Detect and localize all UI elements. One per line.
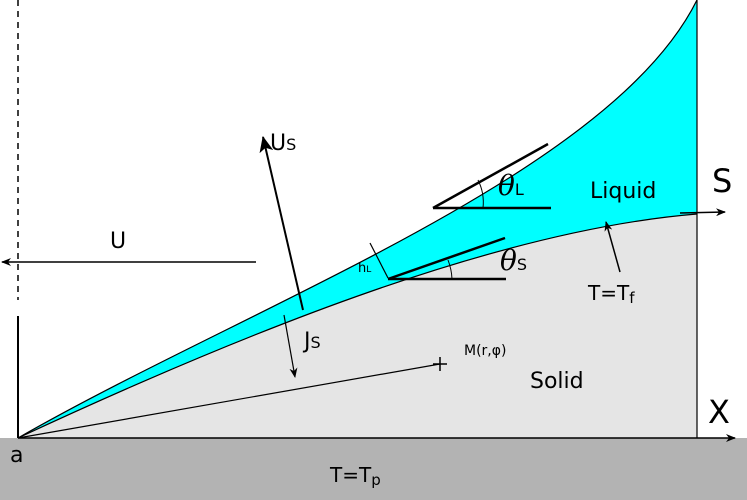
radius-line	[17, 363, 441, 439]
label-origin-a: a	[10, 443, 23, 468]
label-point-m: M(r,φ)	[464, 343, 506, 359]
label-x-axis: X	[708, 393, 730, 431]
free-surface	[17, 0, 698, 439]
label-theta-l: θL	[498, 169, 524, 202]
theta-l-arc	[477, 179, 484, 209]
label-s-axis: S	[712, 162, 732, 200]
theta-l-tangent	[432, 142, 549, 210]
theta-s-arc	[447, 259, 453, 280]
label-js: JS	[302, 329, 321, 354]
js-flux-arrow	[283, 314, 298, 378]
label-us: US	[270, 131, 296, 156]
label-tp: T=Tp	[329, 463, 381, 489]
hl-thickness-line	[369, 242, 389, 279]
label-solid: Solid	[530, 369, 584, 394]
us-velocity-arrow	[259, 136, 304, 311]
label-liquid: Liquid	[590, 179, 656, 204]
solid-region	[18, 214, 697, 438]
label-theta-s: θS	[500, 244, 527, 277]
theta-s-tangent	[387, 236, 506, 281]
substrate-plate	[0, 438, 747, 500]
label-u: U	[110, 229, 126, 254]
label-hl: hL	[358, 261, 371, 276]
liquid-region	[18, 0, 697, 438]
point-m-marker	[433, 357, 447, 371]
label-tf: T=Tf	[587, 281, 635, 307]
tf-pointer-arrow	[604, 221, 621, 273]
s-axis-arrow	[679, 208, 726, 217]
